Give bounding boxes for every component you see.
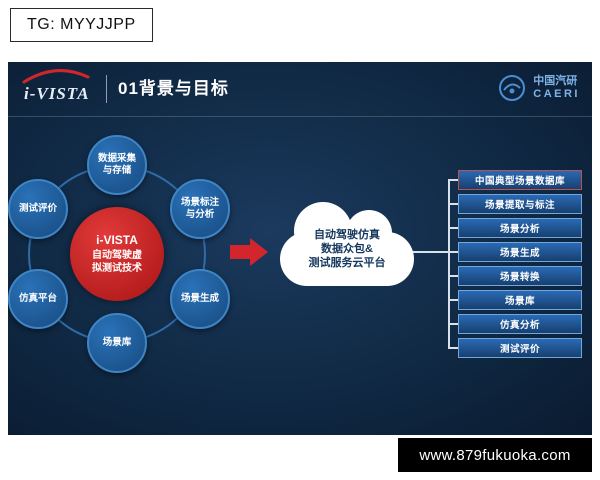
caeri-logo: 中国汽研 CAERI bbox=[498, 74, 580, 102]
car-swoosh-icon bbox=[22, 69, 90, 84]
connector-tick bbox=[448, 275, 458, 277]
connector-line bbox=[412, 251, 448, 253]
center-node-line: 拟测试技术 bbox=[92, 262, 142, 274]
node-simulation-platform: 仿真平台 bbox=[8, 269, 68, 329]
connector-tick bbox=[448, 203, 458, 205]
node-test-evaluation: 测试评价 bbox=[8, 179, 68, 239]
node-data-collection: 数据采集 与存储 bbox=[87, 135, 147, 195]
cloud-line: 数据众包& bbox=[321, 242, 373, 255]
node-label: 场景标注 bbox=[180, 197, 219, 209]
connector-tick bbox=[448, 251, 458, 253]
presentation-slide: i-VISTA 01背景与目标 中国汽研 CAERI i-VISTA 自动驾驶虚… bbox=[8, 62, 592, 435]
cloud-text: 自动驾驶仿真 数据众包& 测试服务云平台 bbox=[280, 198, 414, 290]
node-scene-generation: 场景生成 bbox=[170, 269, 230, 329]
connector-tick bbox=[448, 299, 458, 301]
connector-tick bbox=[448, 323, 458, 325]
panel-item-scene-extraction: 场景提取与标注 bbox=[458, 194, 582, 214]
title-divider bbox=[106, 75, 107, 103]
connector-line bbox=[448, 179, 450, 349]
node-scene-library: 场景库 bbox=[87, 313, 147, 373]
ivista-logo: i-VISTA bbox=[20, 67, 100, 111]
panel-item-scene-database: 中国典型场景数据库 bbox=[458, 170, 582, 190]
panel-item-simulation-analysis: 仿真分析 bbox=[458, 314, 582, 334]
node-label: 测试评价 bbox=[18, 203, 57, 215]
caeri-text: 中国汽研 CAERI bbox=[533, 75, 580, 100]
panel-item-test-evaluation: 测试评价 bbox=[458, 338, 582, 358]
caeri-emblem-icon bbox=[499, 75, 526, 101]
tg-badge: TG: MYYJJPP bbox=[10, 8, 153, 42]
caeri-name: 中国汽研 bbox=[533, 75, 578, 88]
slide-title: 01背景与目标 bbox=[118, 79, 229, 98]
ivista-logo-text: i-VISTA bbox=[24, 84, 90, 103]
node-label: 数据采集 bbox=[97, 153, 136, 165]
watermark: www.879fukuoka.com bbox=[398, 438, 592, 472]
panel-item-scene-library: 场景库 bbox=[458, 290, 582, 310]
panel-item-scene-conversion: 场景转换 bbox=[458, 266, 582, 286]
node-label: 仿真平台 bbox=[18, 293, 57, 305]
node-label: 场景生成 bbox=[180, 293, 219, 305]
header-separator bbox=[8, 116, 592, 117]
arrow-shaft bbox=[230, 245, 250, 259]
panel-item-scene-generation: 场景生成 bbox=[458, 242, 582, 262]
right-arrow-icon bbox=[230, 238, 270, 266]
panel-item-scene-analysis: 场景分析 bbox=[458, 218, 582, 238]
node-label: 与分析 bbox=[185, 209, 215, 220]
center-node: i-VISTA 自动驾驶虚 拟测试技术 bbox=[70, 207, 164, 301]
center-node-line: 自动驾驶虚 bbox=[92, 250, 142, 261]
connector-tick bbox=[448, 227, 458, 229]
center-node-title: i-VISTA bbox=[96, 233, 138, 247]
cloud-platform: 自动驾驶仿真 数据众包& 测试服务云平台 bbox=[280, 198, 414, 290]
cloud-line: 自动驾驶仿真 bbox=[314, 228, 380, 241]
connector-tick bbox=[448, 347, 458, 349]
connector-tick bbox=[448, 179, 458, 181]
cloud-line: 测试服务云平台 bbox=[308, 257, 386, 270]
node-scene-annotation: 场景标注 与分析 bbox=[170, 179, 230, 239]
node-label: 与存储 bbox=[102, 165, 132, 176]
caeri-abbr: CAERI bbox=[533, 88, 580, 100]
cloud-shape bbox=[280, 232, 414, 286]
arrow-head bbox=[250, 238, 268, 266]
node-label: 场景库 bbox=[102, 337, 132, 349]
